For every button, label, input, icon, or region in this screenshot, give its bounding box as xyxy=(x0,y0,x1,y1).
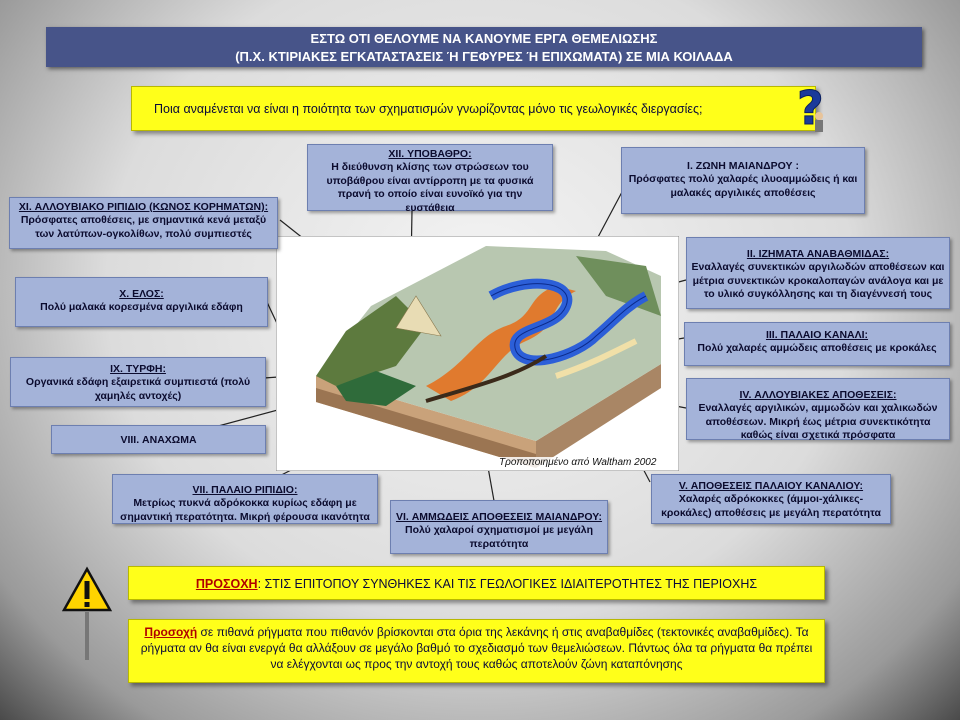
label-vi-desc: Πολύ χαλαροί σχηματισμοί με μεγάλη περατ… xyxy=(405,524,593,550)
warning-sign-icon xyxy=(62,566,112,660)
label-ii-desc: Εναλλαγές συνεκτικών αργιλωδών αποθέσεων… xyxy=(691,261,945,301)
label-ix-title: IX. ΤΥΡΦΗ: xyxy=(110,363,166,375)
label-xii-bedrock: XII. ΥΠΟΒΑΘΡΟ: Η διεύθυνση κλίσης των στ… xyxy=(307,144,553,214)
label-xi-desc: Πρόσφατες αποθέσεις, με σημαντικά κενά μ… xyxy=(20,214,267,240)
page-header: ΕΣΤΩ ΟΤΙ ΘΕΛΟΥΜΕ ΝΑ ΚΑΝΟΥΜΕ ΕΡΓΑ ΘΕΜΕΛΙΩ… xyxy=(46,27,922,67)
warning-banner-local-conditions: ΠΡΟΣΟΧΗ: ΣΤΙΣ ΕΠΙΤΟΠΟΥ ΣΥΝΘΗΚΕΣ ΚΑΙ ΤΙΣ … xyxy=(128,566,825,600)
label-xi-alluvial-fan: XI. ΑΛΛΟΥΒΙΑΚΟ ΡΙΠΙΔΙΟ (ΚΩΝΟΣ ΚΟΡΗΜΑΤΩΝ)… xyxy=(9,197,278,249)
label-iii-old-channel: ΙΙΙ. ΠΑΛΑΙΟ ΚΑΝΑΛΙ: Πολύ χαλαρές αμμώδει… xyxy=(684,322,950,366)
svg-text:?: ? xyxy=(797,81,824,135)
label-iv-title: IV. ΑΛΛΟΥΒΙΑΚΕΣ ΑΠΟΘΕΣΕΙΣ: xyxy=(739,389,897,401)
warning-lead-2: Προσοχή xyxy=(144,625,198,639)
label-vi-title: VI. ΑΜΜΩΔΕΙΣ ΑΠΟΘΕΣΕΙΣ ΜΑΙΑΝΔΡΟΥ: xyxy=(395,511,603,523)
question-banner: Ποια αναμένεται να είναι η ποιότητα των … xyxy=(131,86,816,131)
label-i-title: Ι. ΖΩΝΗ ΜΑΙΑΝΔΡΟΥ : xyxy=(687,160,799,172)
label-ii-terrace: ΙΙ. ΙΖΗΜΑΤΑ ΑΝΑΒΑΘΜΙΔΑΣ: Εναλλαγές συνεκ… xyxy=(686,237,950,309)
label-v-desc: Χαλαρές αδρόκοκκες (άμμοι-χάλικες-κροκάλ… xyxy=(661,493,881,519)
label-vii-title: VII. ΠΑΛΑΙΟ ΡΙΠΙΔΙΟ: xyxy=(192,484,298,496)
label-xii-desc: Η διεύθυνση κλίσης των στρώσεων του υποβ… xyxy=(326,161,534,214)
header-line-1: ΕΣΤΩ ΟΤΙ ΘΕΛΟΥΜΕ ΝΑ ΚΑΝΟΥΜΕ ΕΡΓΑ ΘΕΜΕΛΙΩ… xyxy=(310,31,658,46)
label-ii-title: ΙΙ. ΙΖΗΜΑΤΑ ΑΝΑΒΑΘΜΙΔΑΣ: xyxy=(746,248,890,260)
warning-banner-faults: Προσοχή σε πιθανά ρήγματα που πιθανόν βρ… xyxy=(128,619,825,683)
source-credit: Τροποποιημένο από Waltham 2002 xyxy=(497,457,659,468)
label-v-title: V. ΑΠΟΘΕΣΕΙΣ ΠΑΛΑΙΟΥ ΚΑΝΑΛΙΟΥ: xyxy=(678,480,864,492)
label-x-marsh: Χ. ΕΛΟΣ: Πολύ μαλακά κορεσμένα αργιλικά … xyxy=(15,277,268,327)
label-x-title: Χ. ΕΛΟΣ: xyxy=(119,288,164,300)
question-mark-icon: ? xyxy=(797,81,825,136)
label-iv-alluvial-deposits: IV. ΑΛΛΟΥΒΙΑΚΕΣ ΑΠΟΘΕΣΕΙΣ: Εναλλαγές αργ… xyxy=(686,378,950,442)
label-vii-desc: Μετρίως πυκνά αδρόκοκκα κυρίως εδάφη με … xyxy=(120,497,370,523)
label-iii-title: ΙΙΙ. ΠΑΛΑΙΟ ΚΑΝΑΛΙ: xyxy=(765,329,869,341)
geology-block-diagram xyxy=(276,236,679,471)
label-viii-levee: VIII. ΑΝΑΧΩΜΑ xyxy=(51,425,266,454)
label-i-meander-zone: Ι. ΖΩΝΗ ΜΑΙΑΝΔΡΟΥ : Πρόσφατες πολύ χαλαρ… xyxy=(621,147,865,214)
label-iii-desc: Πολύ χαλαρές αμμώδεις αποθέσεις με κροκά… xyxy=(697,342,937,355)
label-iv-desc: Εναλλαγές αργιλικών, αμμωδών και χαλικωδ… xyxy=(698,402,938,442)
label-v-old-channel-deposits: V. ΑΠΟΘΕΣΕΙΣ ΠΑΛΑΙΟΥ ΚΑΝΑΛΙΟΥ: Χαλαρές α… xyxy=(651,474,891,524)
label-vi-meander-sands: VI. ΑΜΜΩΔΕΙΣ ΑΠΟΘΕΣΕΙΣ ΜΑΙΑΝΔΡΟΥ: Πολύ χ… xyxy=(390,500,608,554)
label-xii-title: XII. ΥΠΟΒΑΘΡΟ: xyxy=(388,148,472,160)
label-ix-peat: IX. ΤΥΡΦΗ: Οργανικά εδάφη εξαιρετικά συμ… xyxy=(10,357,266,407)
header-line-2: (Π.Χ. ΚΤΙΡΙΑΚΕΣ ΕΓΚΑΤΑΣΤΑΣΕΙΣ Ή ΓΕΦΥΡΕΣ … xyxy=(235,48,733,64)
label-x-desc: Πολύ μαλακά κορεσμένα αργιλικά εδάφη xyxy=(40,301,243,314)
warning-text-1: : ΣΤΙΣ ΕΠΙΤΟΠΟΥ ΣΥΝΘΗΚΕΣ ΚΑΙ ΤΙΣ ΓΕΩΛΟΓΙ… xyxy=(257,577,758,591)
label-viii-title: VIII. ΑΝΑΧΩΜΑ xyxy=(120,434,197,446)
warning-lead-1: ΠΡΟΣΟΧΗ xyxy=(195,577,258,591)
label-xi-title: XI. ΑΛΛΟΥΒΙΑΚΟ ΡΙΠΙΔΙΟ (ΚΩΝΟΣ ΚΟΡΗΜΑΤΩΝ)… xyxy=(18,201,269,213)
label-vii-old-fan: VII. ΠΑΛΑΙΟ ΡΙΠΙΔΙΟ: Μετρίως πυκνά αδρόκ… xyxy=(112,474,378,524)
label-ix-desc: Οργανικά εδάφη εξαιρετικά συμπιεστά (πολ… xyxy=(25,376,251,402)
warning-text-2: σε πιθανά ρήγματα που πιθανόν βρίσκονται… xyxy=(140,625,813,671)
label-i-desc: Πρόσφατες πολύ χαλαρές ιλυοαμμώδεις ή κα… xyxy=(628,173,858,199)
